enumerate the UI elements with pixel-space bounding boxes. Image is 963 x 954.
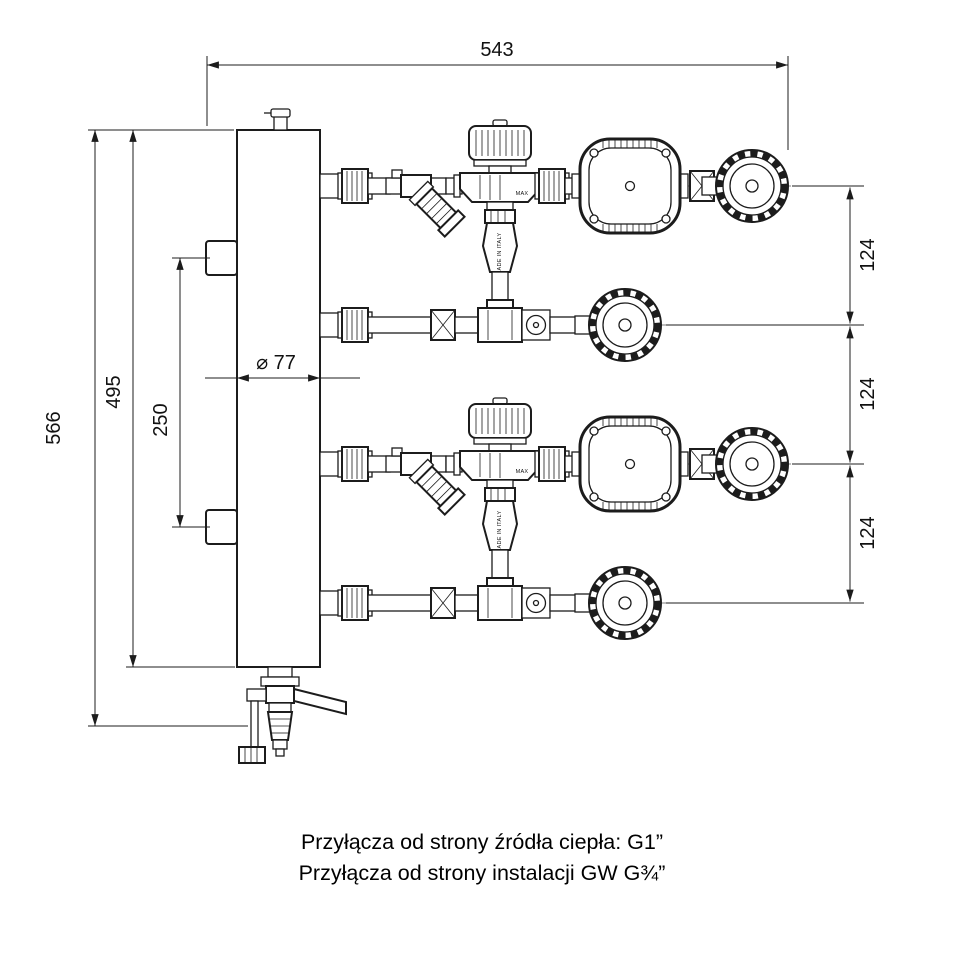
dim-label-diameter: ⌀ 77 (256, 352, 296, 374)
dim-label-250: 250 (150, 403, 172, 436)
dim-height-495: 495 (103, 130, 235, 668)
dim-label-124-1: 124 (857, 238, 879, 271)
connection-notes: Przyłącza od strony źródła ciepła: G1” P… (299, 830, 666, 885)
drain-valve (238, 666, 347, 764)
dim-label-566: 566 (43, 411, 65, 444)
drain-lever (293, 687, 347, 716)
dim-branch-spacing: 124 124 124 (666, 185, 879, 604)
dim-label-543: 543 (480, 39, 513, 61)
air-vent (264, 108, 291, 131)
drain-outlet (238, 746, 266, 764)
dim-label-124-3: 124 (857, 516, 879, 549)
dim-label-124-2: 124 (857, 377, 879, 410)
note-line-1: Przyłącza od strony źródła ciepła: G1” (301, 830, 663, 854)
hydraulic-separator (205, 108, 321, 668)
port-stub-bottom (205, 509, 238, 545)
dim-ports-250: 250 (150, 257, 210, 528)
dim-label-495: 495 (103, 375, 125, 408)
dim-diameter-77: ⌀ 77 (205, 352, 360, 382)
note-line-2: Przyłącza od strony instalacji GW G¾” (299, 861, 666, 885)
dim-width-543: 543 (206, 39, 789, 150)
port-stub-top (205, 240, 238, 276)
dim-height-566: 566 (43, 129, 248, 727)
